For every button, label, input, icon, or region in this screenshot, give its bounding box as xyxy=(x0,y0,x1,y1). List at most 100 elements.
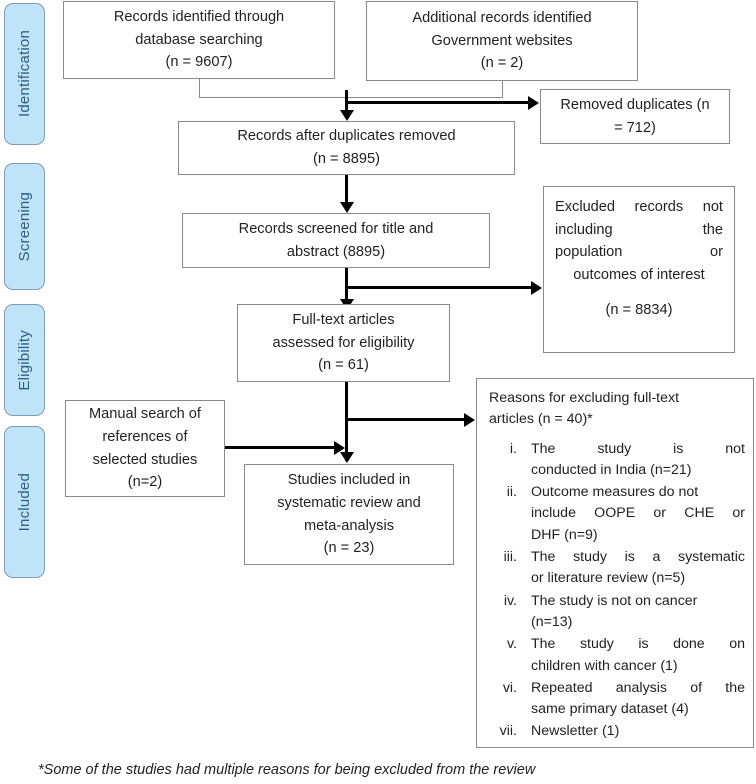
reason-item-i: i. The study is not conducted in India (… xyxy=(489,439,745,482)
reason-item-vi-text: Repeated analysis of the same primary da… xyxy=(531,678,745,721)
box-records-after-duplicates-removed-line-1: Records after duplicates removed xyxy=(237,128,456,145)
connector-branch-to-excluded-records xyxy=(345,286,532,289)
reasons-list: i. The study is not conducted in India (… xyxy=(489,439,745,743)
box-records-after-duplicates-removed-line-2: (n = 8895) xyxy=(313,151,380,167)
box-studies-included-line-4: (n = 23) xyxy=(323,540,375,557)
connector-after-duplicates-to-screened xyxy=(345,175,348,205)
phase-tab-eligibility-label: Eligibility xyxy=(16,329,33,391)
box-records-identified-database: Records identified through database sear… xyxy=(63,1,335,79)
reason-item-vi-marker: vi. xyxy=(502,679,517,696)
phase-tab-included-label: Included xyxy=(16,472,33,532)
box-removed-duplicates-line-2: = 712) xyxy=(614,119,656,136)
box-reasons-heading: Reasons for excluding full-text articles… xyxy=(489,388,745,431)
box-studies-included-line-2: systematic review and xyxy=(277,494,421,511)
reason-item-vii-line-1: Newsletter (1) xyxy=(531,723,620,740)
footnote: *Some of the studies had multiple reason… xyxy=(38,762,536,778)
box-excluded-records: Excluded records not including the popul… xyxy=(543,186,735,353)
box-records-screened-line-2: abstract (8895) xyxy=(286,243,386,260)
reason-item-iv-line-2: (n=13) xyxy=(531,613,573,630)
connector-database-stub xyxy=(199,79,201,98)
phase-tab-screening: Screening xyxy=(4,163,45,290)
box-excluded-records-line-1: Excluded records not xyxy=(555,199,723,215)
box-excluded-records-line-3: population or xyxy=(555,244,723,261)
phase-tab-included: Included xyxy=(4,426,45,578)
box-manual-search: Manual search of references of selected … xyxy=(65,400,225,497)
box-records-identified-database-line-3: (n = 9607) xyxy=(165,54,233,71)
box-manual-search-line-3: selected studies xyxy=(92,451,198,468)
reason-item-i-line-1: The study is not xyxy=(531,440,745,457)
box-additional-records-government: Additional records identified Government… xyxy=(366,1,638,81)
box-studies-included: Studies included in systematic review an… xyxy=(244,464,454,565)
box-additional-records-government-line-2: Government websites xyxy=(431,32,573,49)
box-removed-duplicates-line-1: Removed duplicates (n xyxy=(560,96,710,113)
box-records-screened: Records screened for title and abstract … xyxy=(182,213,490,268)
phase-tab-eligibility: Eligibility xyxy=(4,304,45,416)
reason-item-vii: vii. Newsletter (1) xyxy=(489,721,745,742)
reason-item-v-line-1: The study is done on xyxy=(531,636,745,653)
reason-item-iii-line-2: or literature review (n=5) xyxy=(531,570,686,587)
box-removed-duplicates: Removed duplicates (n = 712) xyxy=(540,89,730,144)
arrow-down-to-after-duplicates xyxy=(339,110,354,121)
reason-item-vi-line-2: same primary dataset (4) xyxy=(531,701,689,718)
reason-item-v: v. The study is done on children with ca… xyxy=(489,634,745,677)
phase-tab-identification: Identification xyxy=(4,3,45,145)
reason-item-iii: iii. The study is a systematic or litera… xyxy=(489,547,745,590)
reason-item-v-text: The study is done on children with cance… xyxy=(531,634,745,677)
reason-item-vi-line-1: Repeated analysis of the xyxy=(531,679,745,696)
box-reasons-heading-line-2: articles (n = 40)* xyxy=(489,411,593,428)
arrow-down-to-studies-included xyxy=(339,452,354,463)
reason-item-vi: vi. Repeated analysis of the same primar… xyxy=(489,678,745,721)
reason-item-iv: iv. The study is not on cancer (n=13) xyxy=(489,591,745,634)
box-reasons-heading-line-1: Reasons for excluding full-text xyxy=(489,390,680,406)
reason-item-iv-line-1: The study is not on cancer xyxy=(531,592,698,609)
reason-item-v-line-2: children with cancer (1) xyxy=(531,657,678,674)
box-manual-search-line-1: Manual search of xyxy=(89,406,201,423)
box-full-text-articles-line-3: (n = 61) xyxy=(318,357,369,374)
reason-item-iii-line-1: The study is a systematic xyxy=(531,549,745,566)
reason-item-vii-marker: vii. xyxy=(499,723,517,740)
reason-item-ii-line-2: include OOPE or CHE or xyxy=(531,505,745,522)
reason-item-vii-text: Newsletter (1) xyxy=(531,721,745,742)
reason-item-ii-line-1: Outcome measures do not xyxy=(531,484,699,501)
connector-branch-to-reasons xyxy=(345,418,465,421)
reason-item-v-marker: v. xyxy=(507,636,517,653)
reason-item-i-line-2: conducted in India (n=21) xyxy=(531,461,692,478)
box-full-text-articles-line-1: Full-text articles xyxy=(292,312,395,329)
reason-item-iii-text: The study is a systematic or literature … xyxy=(531,547,745,590)
box-full-text-articles-line-2: assessed for eligibility xyxy=(272,334,415,351)
reason-item-ii-text: Outcome measures do not include OOPE or … xyxy=(531,482,745,546)
box-studies-included-line-3: meta-analysis xyxy=(303,517,395,534)
arrow-right-to-excluded-records xyxy=(531,280,542,295)
connector-fulltext-to-studies-included xyxy=(345,382,348,461)
phase-tab-screening-label: Screening xyxy=(16,191,33,262)
box-records-identified-database-line-2: database searching xyxy=(135,31,263,48)
connector-merge-bar xyxy=(199,97,503,99)
reason-item-iv-text: The study is not on cancer (n=13) xyxy=(531,591,745,634)
box-records-identified-database-line-1: Records identified through xyxy=(113,9,285,26)
arrow-down-to-records-screened xyxy=(339,202,354,213)
reason-item-ii-marker: ii. xyxy=(506,484,517,501)
arrow-right-to-removed-duplicates xyxy=(528,95,539,110)
arrow-right-manual-search-to-trunk xyxy=(334,440,345,455)
box-reasons-for-excluding: Reasons for excluding full-text articles… xyxy=(476,378,754,748)
reason-item-ii-line-3: DHF (n=9) xyxy=(531,526,598,543)
box-manual-search-line-4: (n=2) xyxy=(127,474,163,491)
connector-government-stub xyxy=(502,81,504,98)
phase-tab-identification-label: Identification xyxy=(16,30,33,118)
reason-item-i-text: The study is not conducted in India (n=2… xyxy=(531,439,745,482)
box-records-screened-line-1: Records screened for title and xyxy=(238,220,434,237)
box-records-after-duplicates-removed: Records after duplicates removed (n = 88… xyxy=(178,121,515,175)
box-additional-records-government-line-1: Additional records identified xyxy=(412,10,592,27)
box-excluded-records-line-2: including the xyxy=(555,221,723,238)
box-full-text-articles: Full-text articles assessed for eligibil… xyxy=(237,304,450,382)
box-excluded-records-count: (n = 8834) xyxy=(605,302,673,319)
reason-item-iv-marker: iv. xyxy=(503,592,517,609)
connector-manual-search-to-trunk xyxy=(225,446,335,449)
arrow-right-to-reasons xyxy=(464,412,475,427)
reason-item-iii-marker: iii. xyxy=(503,549,517,566)
connector-branch-to-removed-duplicates xyxy=(345,101,529,104)
box-manual-search-line-2: references of xyxy=(102,428,188,445)
reason-item-i-marker: i. xyxy=(509,440,517,457)
connector-screened-to-fulltext xyxy=(345,268,348,302)
